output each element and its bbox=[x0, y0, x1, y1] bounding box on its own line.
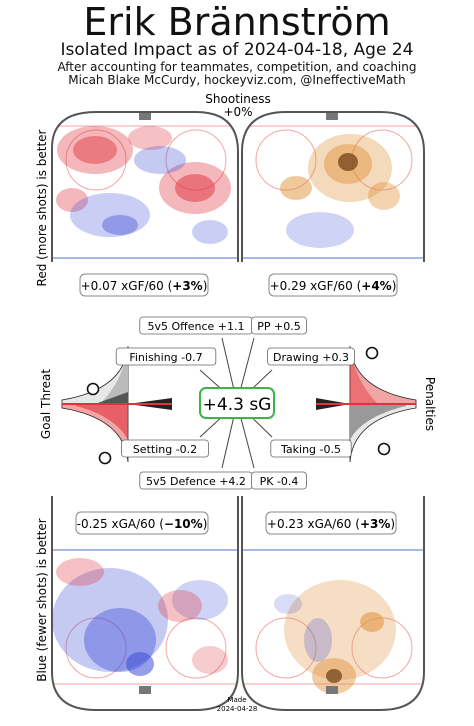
component-box-taking bbox=[270, 439, 352, 458]
shootiness-label: Shootiness bbox=[205, 92, 270, 106]
penalties-distribution bbox=[316, 345, 417, 463]
defence-5v5-label: -0.25 xGA/60 (−10%) bbox=[77, 517, 208, 531]
goal-threat-distribution bbox=[61, 345, 172, 463]
total-sg: +4.3 sG bbox=[203, 395, 272, 415]
defence-pk-label: +0.23 xGA/60 (+3%) bbox=[267, 517, 395, 531]
penalties-label: Penalties bbox=[423, 377, 437, 431]
rink-offence-5v5: +0.07 xGF/60 (+3%) bbox=[51, 111, 239, 297]
offence-pp-label: +0.29 xGF/60 (+4%) bbox=[270, 279, 397, 293]
penalties-marker-1 bbox=[365, 346, 379, 360]
player-name: Erik Brännström bbox=[83, 0, 391, 44]
component-label-pk: PK -0.4 bbox=[260, 475, 299, 488]
made-label: Made bbox=[227, 696, 246, 704]
made-date: 2024-04-28 bbox=[217, 705, 258, 713]
component-box-finishing bbox=[115, 347, 217, 366]
shootiness-value: +0% bbox=[223, 105, 252, 119]
component-box-pk bbox=[251, 471, 307, 490]
component-label-5v5-defence: 5v5 Defence +4.2 bbox=[146, 475, 246, 488]
component-label-5v5-offence: 5v5 Offence +1.1 bbox=[147, 320, 244, 333]
component-box-drawing bbox=[267, 347, 355, 366]
goal-threat-marker-1 bbox=[86, 382, 100, 396]
component-label-setting: Setting -0.2 bbox=[133, 443, 197, 456]
component-box-setting bbox=[121, 439, 209, 458]
credit-line-2: Micah Blake McCurdy, hockeyviz.com, @Ine… bbox=[68, 73, 406, 87]
component-label-taking: Taking -0.5 bbox=[280, 443, 341, 456]
component-label-pp: PP +0.5 bbox=[257, 320, 300, 333]
rink-defence-5v5: -0.25 xGA/60 (−10%) bbox=[51, 496, 239, 711]
defence-axis-label: Blue (fewer shots) is better bbox=[35, 518, 49, 681]
goal-threat-marker-2 bbox=[98, 451, 112, 465]
offence-5v5-label: +0.07 xGF/60 (+3%) bbox=[81, 279, 208, 293]
offence-axis-label: Red (more shots) is better bbox=[35, 129, 49, 286]
rink-offence-pp: +0.29 xGF/60 (+4%) bbox=[241, 111, 425, 297]
component-label-finishing: Finishing -0.7 bbox=[129, 351, 202, 364]
penalties-marker-2 bbox=[377, 442, 391, 456]
subtitle: Isolated Impact as of 2024-04-18, Age 24 bbox=[60, 40, 414, 60]
component-label-drawing: Drawing +0.3 bbox=[273, 351, 349, 364]
goal-threat-label: Goal Threat bbox=[39, 369, 53, 439]
radial-breakdown: +4.3 sG 5v5 Offence +1.1 PP +0.5Finishing… bbox=[115, 316, 355, 490]
credit-line-1: After accounting for teammates, competit… bbox=[57, 60, 417, 74]
component-box-pp bbox=[251, 316, 307, 335]
rink-defence-pk: +0.23 xGA/60 (+3%) bbox=[241, 496, 425, 711]
